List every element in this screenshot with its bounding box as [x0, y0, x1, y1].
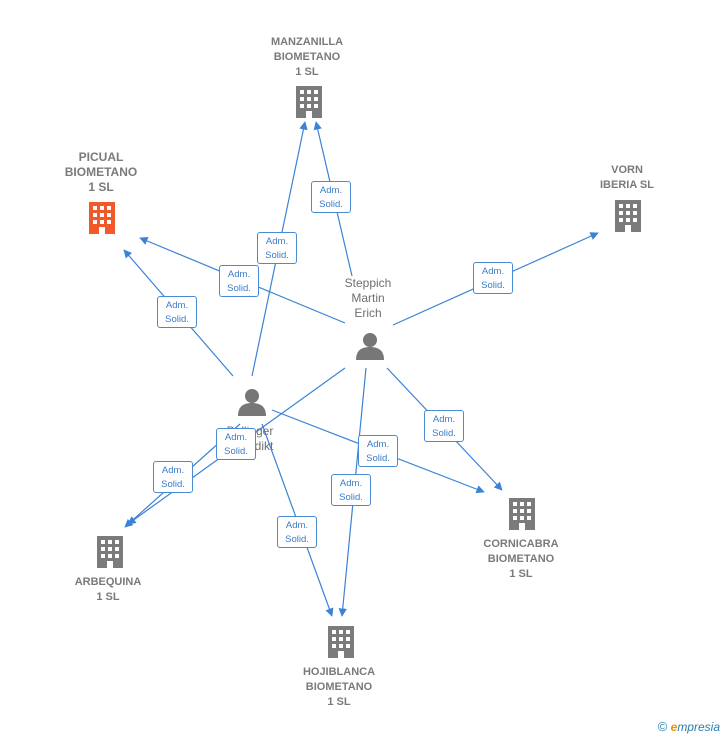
person-icon	[238, 389, 266, 416]
edge-label: Adm. Solid.	[157, 296, 197, 328]
edge-label: Adm. Solid.	[219, 265, 259, 297]
edge-label: Adm. Solid.	[331, 474, 371, 506]
edge-label: Adm. Solid.	[153, 461, 193, 493]
person-label-steppich[interactable]: Steppich Martin Erich	[344, 276, 392, 320]
building-icon	[97, 536, 123, 568]
edge-label: Adm. Solid.	[311, 181, 351, 213]
edge-label: Adm. Solid.	[473, 262, 513, 294]
company-label-cornicabra[interactable]: CORNICABRA BIOMETANO 1 SL	[483, 538, 559, 580]
footer-brand: © empresia	[658, 719, 720, 734]
brand-initial: e	[670, 720, 678, 734]
person-icon	[356, 333, 384, 360]
building-icon	[328, 626, 354, 658]
company-label-vorn[interactable]: VORN IBERIA SL	[600, 164, 654, 191]
building-icon-focus	[89, 202, 115, 234]
company-label-manzanilla[interactable]: MANZANILLA BIOMETANO 1 SL	[270, 36, 344, 78]
building-icon	[296, 86, 322, 118]
edge-label: Adm. Solid.	[216, 428, 256, 460]
copyright-icon: ©	[657, 719, 668, 734]
edge-label: Adm. Solid.	[358, 435, 398, 467]
edge-label: Adm. Solid.	[277, 516, 317, 548]
brand-name: mpresia	[677, 720, 720, 734]
company-label-arbequina[interactable]: ARBEQUINA 1 SL	[74, 576, 142, 603]
building-icon	[509, 498, 535, 530]
company-label-hojiblanca[interactable]: HOJIBLANCA BIOMETANO 1 SL	[302, 666, 376, 708]
edge-label: Adm. Solid.	[424, 410, 464, 442]
edge-label: Adm. Solid.	[257, 232, 297, 264]
company-label-picual[interactable]: PICUAL BIOMETANO 1 SL	[64, 150, 138, 194]
building-icon	[615, 200, 641, 232]
